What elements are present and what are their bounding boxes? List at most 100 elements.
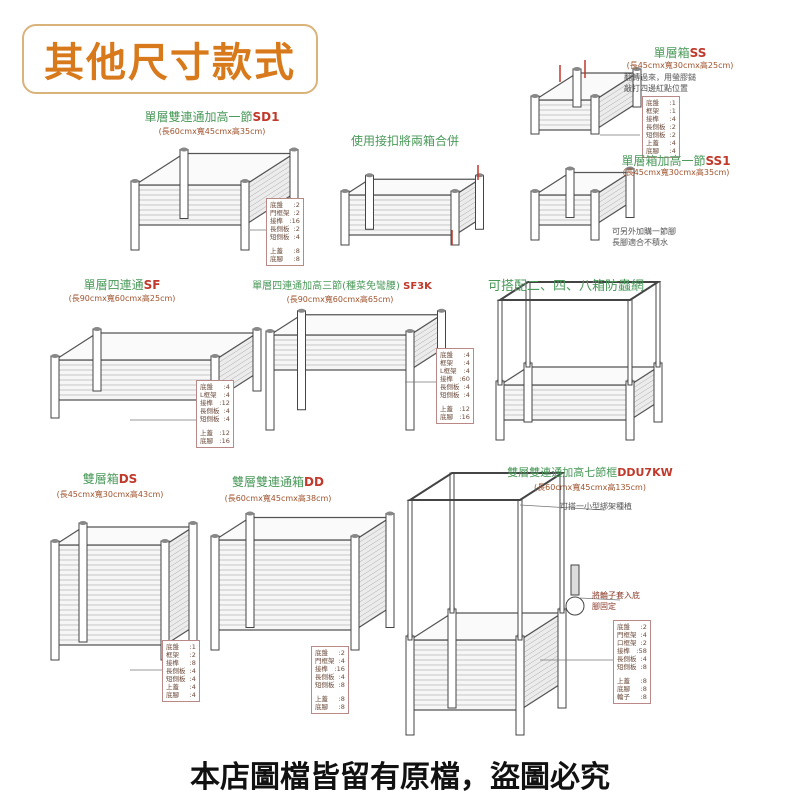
ddu7kw-box-brick-line [519,672,563,701]
ddu7kw-box-brick-line [519,632,563,661]
parts-row: 長側板:4 [315,673,345,681]
ddu7kw-box-brick-line [519,622,563,651]
parts-qty-wrap: :4 [670,147,676,155]
parts-qty-wrap: :4 [641,631,647,639]
parts-item: 長側板 [200,407,220,415]
combine-box-post-cap [365,173,374,178]
parts-item: 門框架 [617,631,637,639]
parts-qty-wrap: :4 [670,139,676,147]
parts-qty: 1 [671,107,676,115]
ss1-box-brick-line [594,187,631,211]
parts-item: 底盤 [617,623,630,631]
sf-box-post [92,328,102,392]
separator: : [338,681,341,689]
parts-item: 底腳 [270,255,283,263]
parts-qty: 16 [461,413,470,421]
sf3k-box-brick-line [409,319,442,341]
product-title-sf3k: 單層四連通加高三節(種菜免彎腰) SF3K [252,277,432,292]
parts-row: 短側板:8 [617,663,647,671]
parts-qty-wrap: :4 [224,391,230,399]
parts-qty: 2 [295,201,300,209]
ss1-box-post [590,190,600,241]
separator: : [334,665,337,673]
parts-qty: 2 [340,649,345,657]
sf3k-box-post [405,330,415,431]
parts-row: 短側板:4 [200,415,230,423]
ds-box-brick-line [164,536,194,556]
parts-qty-wrap: :4 [641,655,647,663]
separator: : [293,209,296,217]
parts-row: 接榫:4 [646,115,676,123]
parts-qty: 4 [191,691,196,699]
net-frame-pole [497,299,503,386]
leader-line [579,597,621,601]
separator: : [669,139,672,147]
parts-row: 長側板:2 [270,225,300,233]
separator: : [459,405,462,413]
product-dims-sf: (長90cmx寬60cmx高25cm) [68,294,176,303]
parts-qty: 1 [671,99,676,107]
sf-box-brick-line [214,352,258,381]
dd-box-brick-line [354,542,391,566]
leader-line [519,504,606,511]
separator: : [463,351,466,359]
ds-box-brick-line [164,621,194,641]
sd1-box-post [240,180,250,251]
separator: : [640,639,643,647]
separator: : [293,201,296,209]
parts-item: 上蓋 [440,405,453,413]
sf-box-brick-line [214,347,258,376]
product-name: 雙層雙連通箱 [232,475,305,489]
separator: : [640,693,643,701]
ddu7kw-box-post [515,635,525,736]
separator: : [459,375,462,383]
net-box-post [523,362,533,423]
net-box-brick-line [629,376,659,396]
ds-box-brick-line [164,591,194,611]
parts-qty: 8 [295,255,300,263]
product-dims-ds: (長45cmx寬30cmx高43cm) [56,490,164,499]
ds-box-brick-line [164,531,194,551]
sd1-box-brick-line [244,168,295,201]
dd-box-post-cap [246,511,254,516]
parts-qty-wrap: :4 [224,383,230,391]
parts-item: 底盤 [315,649,328,657]
product-dims-sf3k: (長90cmx寬60cmx高65cm) [286,295,394,304]
parts-item: 底盤 [166,643,179,651]
ss-box-brick-line [594,92,638,121]
parts-qty-wrap: :12 [219,429,229,437]
parts-qty: 4 [191,683,196,691]
separator: : [189,691,192,699]
ss1-box-brick-line [594,192,631,216]
parts-row: 長側板:4 [200,407,230,415]
parts-item: 門框架 [315,657,335,665]
ss-box-post-cap [573,67,581,71]
ddu7kw-frame-pole [559,472,565,614]
sf-box-brick-line [214,342,258,371]
parts-qty: 12 [221,399,230,407]
parts-qty-wrap: :4 [294,233,300,241]
dd-box-post-cap [386,511,394,516]
dd-box-post [385,513,395,628]
sd1-box-brick-line [244,158,295,191]
parts-item: 底盤 [200,383,213,391]
parts-item: 底腳 [166,691,179,699]
ds-box-brick-line [164,556,194,576]
separator: : [223,407,226,415]
parts-qty-wrap: :4 [190,675,196,683]
sf3k-box-post-cap [266,329,274,333]
parts-item: 接榫 [200,399,213,407]
separator: : [189,667,192,675]
parts-qty-wrap: :8 [641,677,647,685]
net-box-brick-line [629,381,659,401]
ss1-box-post [565,168,575,218]
separator: : [669,123,672,131]
separator: : [223,391,226,399]
sd1-box-post-cap [131,179,139,183]
dd-box-brick-line [354,592,391,616]
parts-qty: 60 [461,375,470,383]
parts-qty: 4 [191,675,196,683]
